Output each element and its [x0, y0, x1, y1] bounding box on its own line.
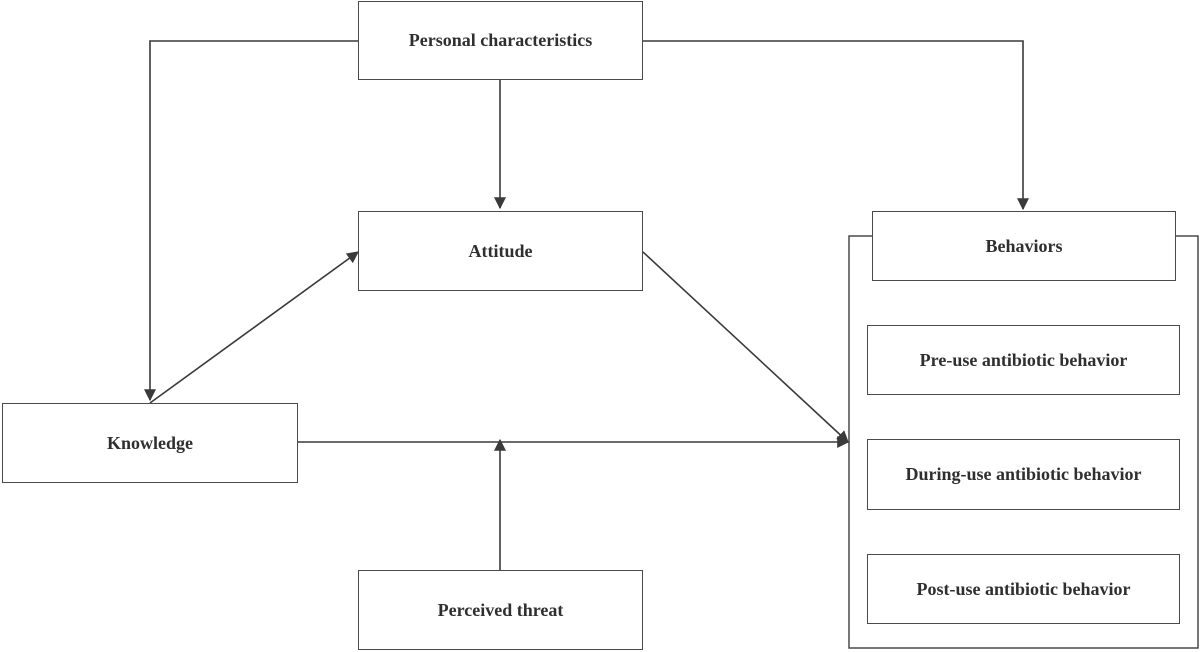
personal-characteristics-node: Personal characteristics — [358, 1, 643, 80]
pre-use-behavior-node: Pre-use antibiotic behavior — [867, 325, 1180, 395]
during-use-behavior-node: During-use antibiotic behavior — [867, 439, 1180, 510]
perceived-threat-node: Perceived threat — [358, 570, 643, 650]
attitude-node: Attitude — [358, 211, 643, 291]
knowledge-node: Knowledge — [2, 403, 298, 483]
post-use-behavior-node: Post-use antibiotic behavior — [867, 554, 1180, 624]
attitude-label: Attitude — [468, 240, 533, 261]
behaviors-group-frame — [848, 235, 1199, 649]
behaviors-title-node: Behaviors — [872, 211, 1176, 281]
arrow-personal-to-knowledge — [144, 40, 358, 402]
during-use-behavior-label: During-use antibiotic behavior — [905, 464, 1142, 484]
arrow-attitude-to-behaviors — [642, 251, 849, 443]
post-use-behavior-label: Post-use antibiotic behavior — [916, 578, 1131, 599]
pre-use-behavior-label: Pre-use antibiotic behavior — [919, 349, 1128, 370]
arrow-knowledge-to-attitude — [149, 251, 359, 404]
perceived-threat-label: Perceived threat — [437, 599, 564, 620]
arrow-personal-to-behaviors — [643, 40, 1029, 211]
knowledge-label: Knowledge — [106, 432, 193, 453]
behaviors-title-label: Behaviors — [985, 235, 1063, 256]
personal-characteristics-label: Personal characteristics — [408, 30, 593, 50]
